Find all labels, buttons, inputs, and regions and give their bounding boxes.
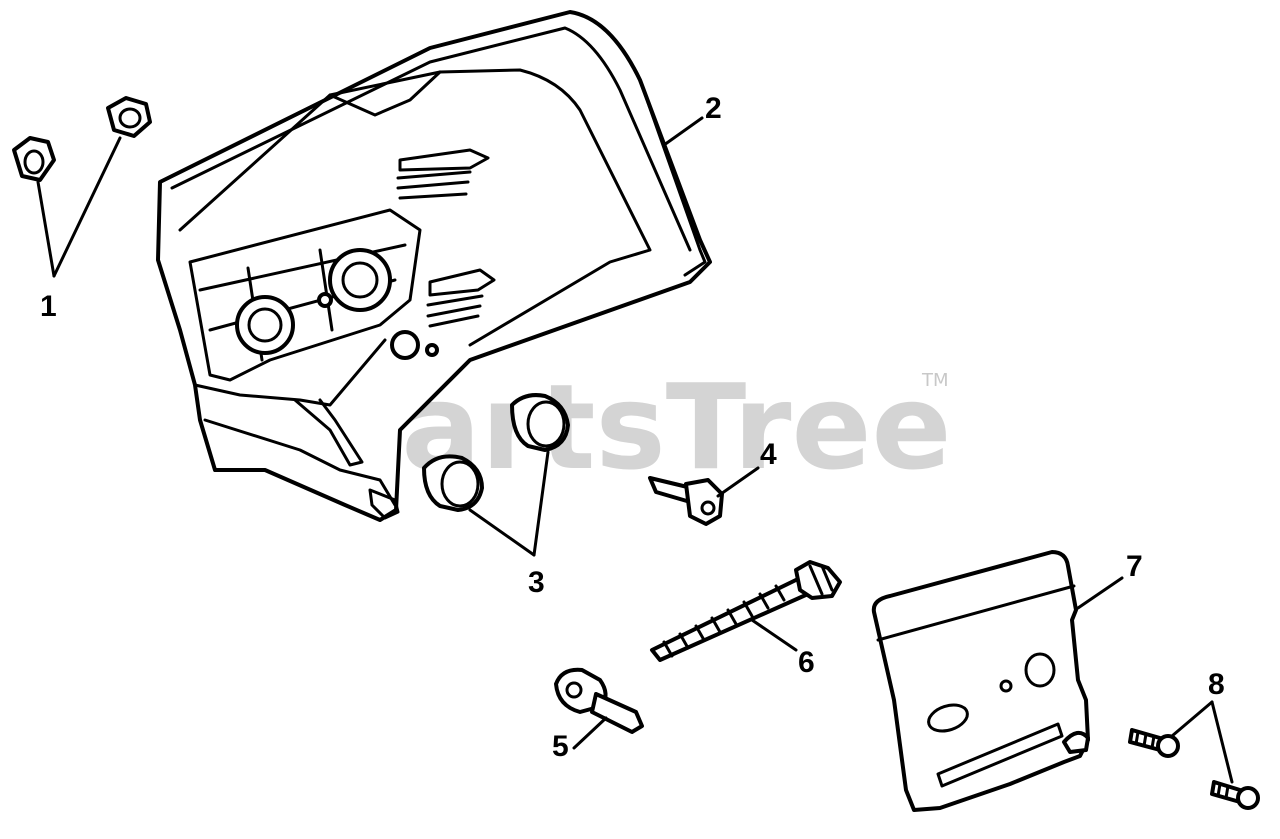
callout-8[interactable]: 8 [1208, 668, 1225, 701]
leader-1a [36, 180, 56, 278]
leader-2 [662, 116, 704, 147]
part-8-bolts[interactable] [1128, 728, 1260, 810]
leader-3a [468, 508, 536, 557]
leader-6 [750, 618, 798, 652]
leader-lines [36, 116, 1234, 784]
leader-8a [1170, 700, 1214, 738]
callout-1[interactable]: 1 [40, 290, 57, 323]
part-4-gear[interactable] [648, 476, 724, 526]
callout-4[interactable]: 4 [760, 438, 777, 471]
callout-labels: 1 2 3 4 5 6 7 8 [40, 92, 1225, 763]
part-5-pin[interactable] [554, 667, 644, 734]
callout-2[interactable]: 2 [705, 92, 722, 125]
leader-8b [1210, 700, 1234, 784]
leader-4 [716, 466, 760, 498]
callout-6[interactable]: 6 [798, 646, 815, 679]
part-2-cover[interactable] [156, 10, 712, 522]
leader-1b [52, 136, 122, 278]
callout-5[interactable]: 5 [552, 730, 569, 763]
callout-7[interactable]: 7 [1126, 550, 1143, 583]
callout-3[interactable]: 3 [528, 566, 545, 599]
part-1-nuts[interactable] [12, 96, 152, 182]
watermark-trademark: TM [921, 370, 949, 391]
leader-3b [532, 450, 550, 557]
leader-7 [1076, 576, 1124, 610]
leader-5 [572, 716, 608, 750]
part-7-plate[interactable] [871, 550, 1090, 812]
part-3-plugs[interactable] [422, 393, 570, 512]
part-6-screw[interactable] [650, 560, 842, 662]
